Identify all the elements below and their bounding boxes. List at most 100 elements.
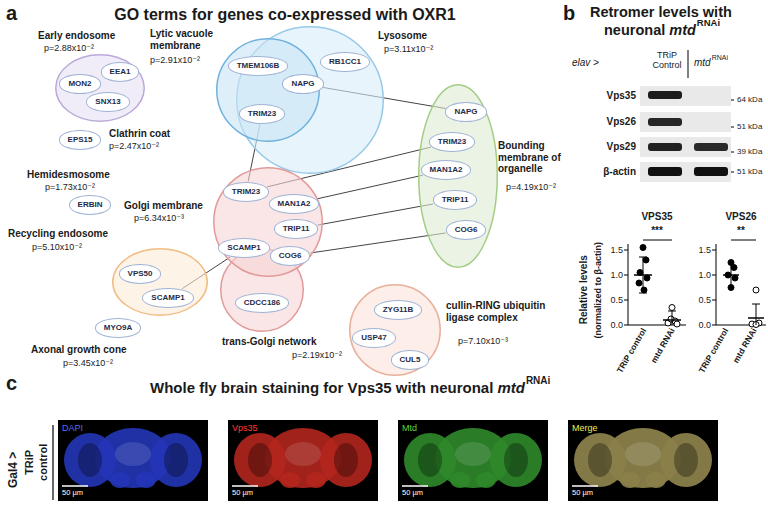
channel-label: Merge <box>572 423 598 433</box>
channel-label: DAPI <box>62 423 83 433</box>
panel-title: GO terms for genes co-expressed with OXR… <box>114 6 455 24</box>
marker-size: 64 kDa <box>737 95 762 104</box>
scale-bar <box>572 485 598 487</box>
lane-label: TRiP Control <box>648 50 686 71</box>
significance-bar <box>643 240 672 241</box>
tick <box>624 300 628 301</box>
gene-oval: TRIP11 <box>274 219 319 238</box>
ellipse-shape <box>419 85 498 268</box>
ellipse-shape <box>56 55 145 122</box>
gene-oval: NAPG <box>445 102 486 121</box>
blot-band <box>648 143 682 151</box>
gene-name: TRIM23 <box>248 109 276 118</box>
tick-label: 0.0 <box>610 320 623 330</box>
go-term-name: Hemidesmosome <box>27 169 110 181</box>
panel-title: mtd <box>497 379 525 396</box>
gene-oval: COG6 <box>446 220 487 239</box>
error-cap <box>639 257 647 258</box>
image-panel <box>228 420 378 501</box>
scale-bar <box>62 485 88 487</box>
p-value: p=2.88x10⁻² <box>44 43 94 53</box>
p-value: p=1.73x10⁻² <box>45 182 95 192</box>
go-term-name: Bounding membrane of organelle <box>498 140 578 175</box>
error-cap <box>639 293 647 294</box>
marker-size: 51 kDa <box>737 167 762 176</box>
brain-dapi <box>64 428 202 488</box>
row-divider <box>52 425 53 500</box>
gene-oval: TRIM23 <box>239 104 285 123</box>
error-bar <box>672 311 673 325</box>
scale-label: 50 µm <box>402 489 423 498</box>
superscript: RNAi <box>697 18 720 29</box>
tick <box>624 275 628 276</box>
connector-line <box>317 175 423 199</box>
gene-oval: MYO9AAxonal growth conep=3.45x10⁻² <box>95 318 141 337</box>
gene-name: RB1CC1 <box>329 57 361 66</box>
image-panel <box>58 420 208 501</box>
tick <box>624 250 628 251</box>
tick-label: 1.5 <box>610 245 623 255</box>
gene-name: TRIP11 <box>283 224 310 233</box>
protein-label: Vps26 <box>607 116 636 128</box>
gene-name: ZYG11B <box>383 305 414 314</box>
p-value: p=6.34x10⁻³ <box>134 213 184 223</box>
superscript: RNAi <box>712 54 728 62</box>
scale-label: 50 µm <box>572 489 593 498</box>
gene-oval: ZYG11B <box>374 300 423 319</box>
gene-oval: ERBINHemidesmosomep=1.73x10⁻² <box>69 195 112 214</box>
brain-mtd <box>404 428 542 488</box>
blot-band <box>648 167 682 176</box>
gene-oval: EPS15Clathrin coatp=2.47x10⁻² <box>59 130 102 149</box>
gene-name: TRIM23 <box>232 187 260 196</box>
panel-title: neuronal <box>604 22 665 39</box>
go-term-group: Lytic vacuole membranep=2.91x10⁻²TMEM106… <box>216 38 320 142</box>
go-term-group: Bounding membrane of organellep=4.19x10⁻… <box>418 84 498 268</box>
blot-band <box>648 91 682 99</box>
gene-oval: MAN1A2 <box>269 194 320 213</box>
panel-title: Whole fly brain staining for Vps35 with … <box>150 379 493 396</box>
axis-title: Relative levels <box>577 256 589 325</box>
data-point <box>669 305 675 311</box>
p-value: p=4.19x10⁻² <box>506 182 556 192</box>
category-label: TRiP control <box>615 327 649 376</box>
channel-label: Vps35 <box>232 423 258 433</box>
y-axis <box>628 244 629 325</box>
gene-oval: TRIP11 <box>433 190 478 209</box>
panel-letter: a <box>6 2 17 25</box>
tick-label: 0.5 <box>698 295 711 305</box>
go-term-name: trans-Golgi network <box>222 336 316 348</box>
data-point <box>668 316 674 322</box>
tick <box>624 325 628 326</box>
data-point <box>644 275 650 281</box>
p-value: p=2.19x10⁻² <box>292 350 342 360</box>
gene-name: CUL5 <box>400 355 421 364</box>
western-blot <box>640 50 734 182</box>
gene-name: TRIM23 <box>438 137 466 146</box>
gene-oval: SCAMP1 <box>142 288 193 307</box>
data-point <box>674 321 680 327</box>
blot-band <box>694 167 728 176</box>
significance: *** <box>651 225 663 237</box>
gene-name: MAN1A2 <box>278 199 311 208</box>
blot-strip <box>640 162 731 182</box>
gene-name: MON2 <box>68 79 91 88</box>
panel-title: mtd <box>669 22 696 39</box>
gene-name: SNX13 <box>95 97 120 106</box>
gene-name: NAPG <box>291 79 314 88</box>
gene-name: SCAMP1 <box>227 243 260 252</box>
gene-name: COG6 <box>279 251 302 260</box>
blot-band <box>648 118 682 126</box>
protein-label: β-actin <box>603 166 636 178</box>
gene-name: EEA1 <box>110 67 131 76</box>
ellipse-shape <box>214 168 323 277</box>
gene-oval: TRIM23 <box>223 182 269 201</box>
gene-oval: SCAMP1 <box>218 238 269 257</box>
error-bar <box>731 263 732 287</box>
marker-tick <box>731 127 734 128</box>
gene-oval: MON2 <box>59 74 100 93</box>
gene-oval: CDCC186 <box>235 293 289 312</box>
scale-bar <box>232 485 258 487</box>
gene-oval: CUL5 <box>391 350 430 369</box>
p-value: p=2.47x10⁻² <box>109 141 159 151</box>
go-term-group: Early endosomep=2.88x10⁻²MON2EEA1SNX13 <box>55 54 145 122</box>
